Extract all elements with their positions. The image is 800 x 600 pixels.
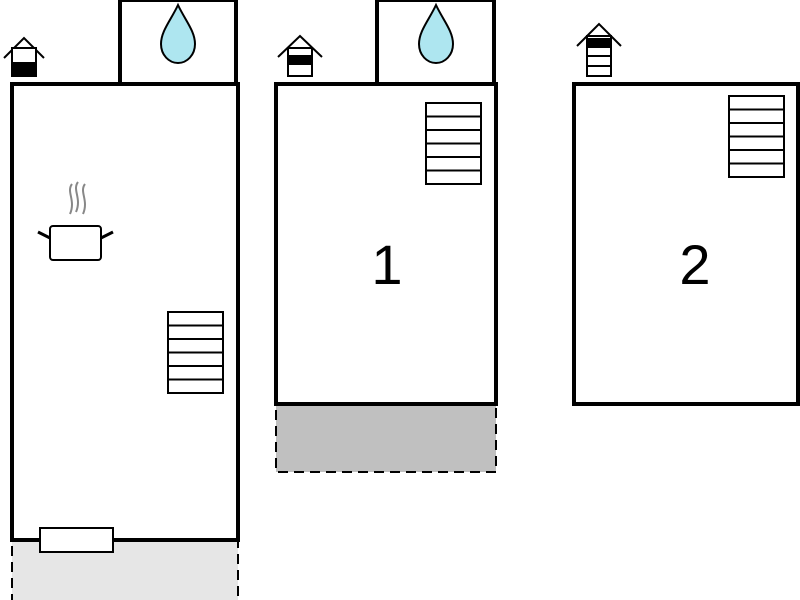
floor-2-label: 2 [679,233,710,296]
stairs-icon [728,95,785,178]
ground-bathroom-outline [118,0,238,84]
floor-2-room-outline [572,82,800,406]
water-drop-icon [417,2,455,65]
ground-room-outline [10,82,240,542]
floor-1-bathroom-outline [375,0,496,84]
level-indicator-ground-icon [3,36,45,77]
level-indicator-top-icon [576,22,622,77]
stairs-icon [167,311,224,394]
door-icon [39,527,114,553]
level-indicator-middle-icon [277,34,323,77]
floor-2: 2 [572,22,800,406]
stairs-icon [425,102,482,185]
balcony-area [275,403,497,473]
floor-1-label: 1 [371,233,402,296]
floor-1-room-outline [274,82,498,406]
cooking-pot-icon [37,181,114,261]
floor-1: 1 [274,0,498,473]
water-drop-icon [159,2,197,65]
floor-ground [3,0,240,600]
